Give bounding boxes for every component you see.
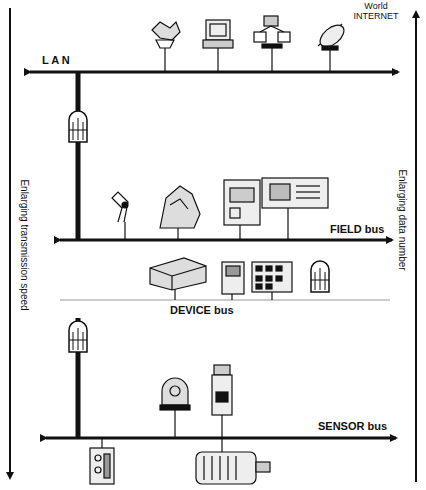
- axis-label: Enlarging data number: [397, 167, 408, 272]
- bus-label: DEVICE bus: [170, 304, 234, 316]
- axis-label: Enlarging transmission speed: [19, 177, 30, 312]
- bus-label: FIELD bus: [330, 223, 384, 235]
- bus-label: SENSOR bus: [318, 420, 387, 432]
- network-label: World INTERNET: [350, 2, 402, 22]
- bus-label: L A N: [42, 54, 70, 66]
